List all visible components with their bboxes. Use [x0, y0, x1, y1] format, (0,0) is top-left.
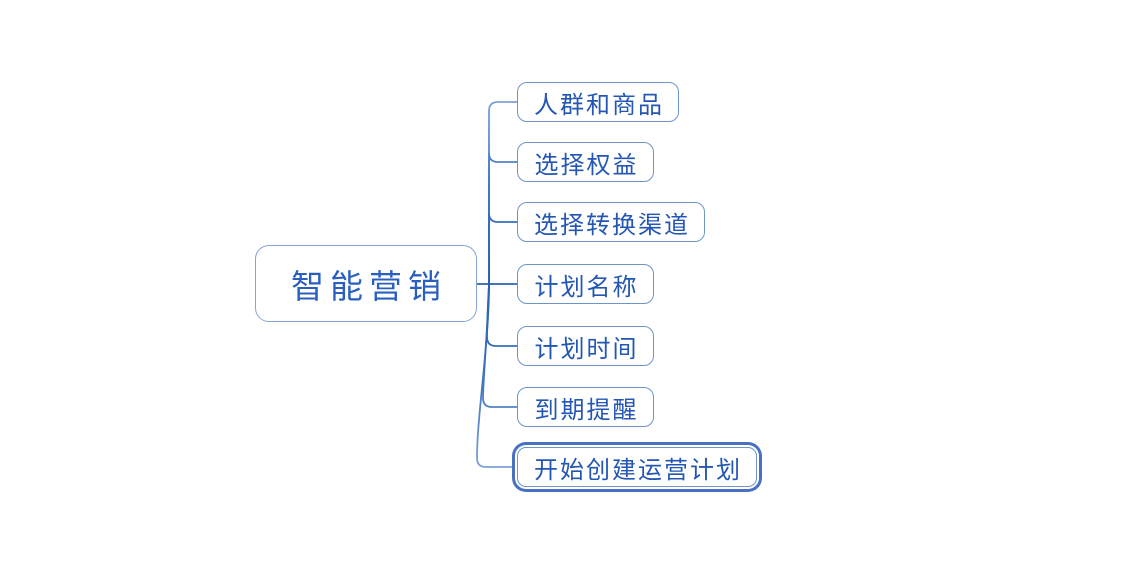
topic-label: 选择权益	[534, 150, 639, 179]
topic-node[interactable]: 计划名称	[517, 264, 654, 304]
topic-node[interactable]: 到期提醒	[517, 387, 654, 427]
branch-line-child-1	[488, 101, 518, 285]
branch-line-child-6	[482, 283, 518, 408]
branch-line-child-3	[488, 212, 518, 285]
branch-line-child-7	[476, 283, 513, 468]
topic-node-selected[interactable]: 开始创建运营计划	[517, 447, 757, 487]
topic-label: 到期提醒	[534, 395, 639, 424]
topic-node[interactable]: 计划时间	[517, 326, 654, 366]
topic-node[interactable]: 人群和商品	[517, 82, 679, 122]
root-topic-label: 智能营销	[291, 266, 447, 306]
topic-node[interactable]: 选择转换渠道	[517, 202, 705, 242]
topic-label: 选择转换渠道	[534, 210, 690, 239]
topic-label: 人群和商品	[534, 90, 664, 119]
branch-line-child-2	[488, 152, 518, 285]
topic-node[interactable]: 选择权益	[517, 142, 654, 182]
topic-label: 计划时间	[534, 334, 639, 363]
root-topic-node[interactable]: 智能营销	[255, 245, 477, 322]
topic-label: 计划名称	[534, 272, 639, 301]
branch-line-child-5	[486, 283, 518, 347]
topic-label: 开始创建运营计划	[534, 455, 742, 484]
